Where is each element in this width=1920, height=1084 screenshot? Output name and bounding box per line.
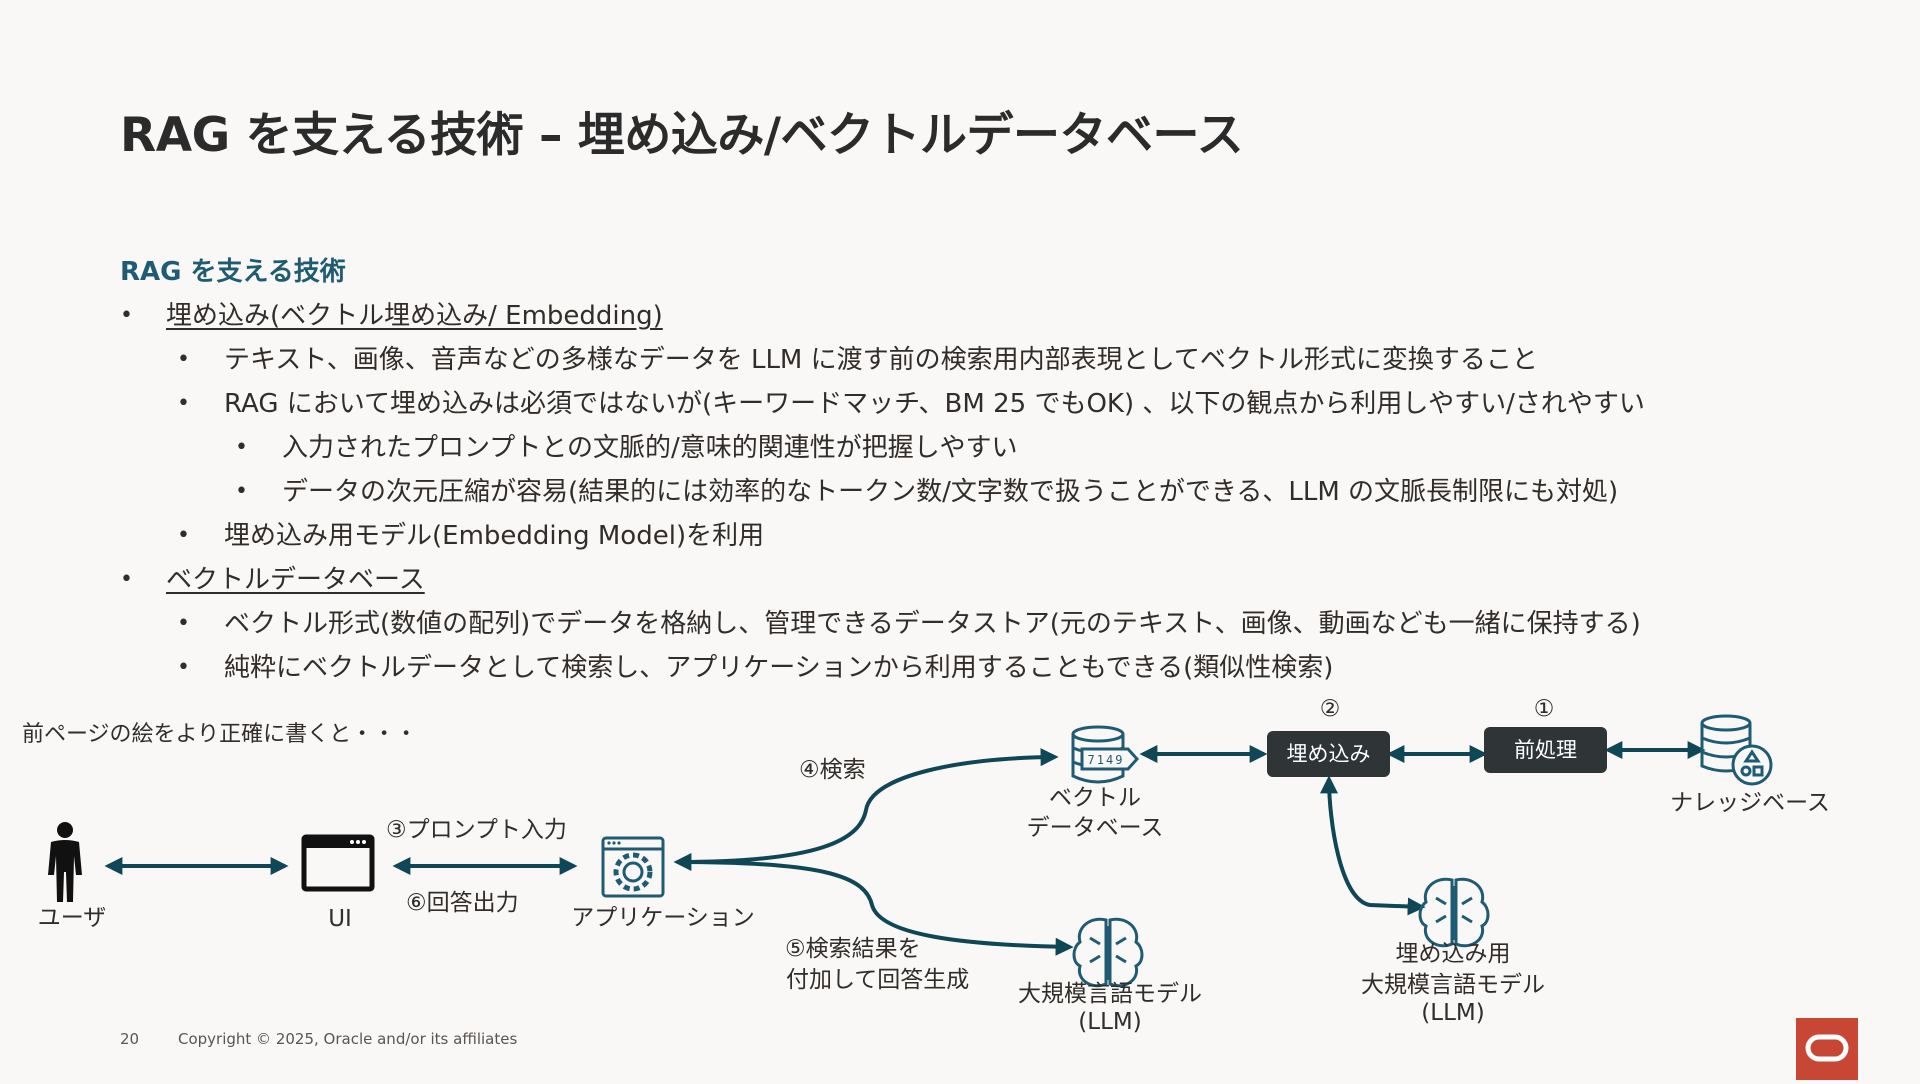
bullet-embedding-model: • 埋め込み用モデル(Embedding Model)を利用	[120, 514, 1820, 558]
generate-label-line2: 付加して回答生成	[786, 967, 970, 993]
llm-label-line2: (LLM)	[1078, 1009, 1142, 1035]
bullet-embedding-optional: • RAG において埋め込みは必須ではないが(キーワードマッチ、BM 25 でも…	[120, 382, 1820, 426]
section-heading: RAG を支える技術	[120, 257, 346, 287]
bullet-dot: •	[120, 303, 133, 328]
arrow-app-llm	[676, 860, 1074, 956]
ui-window-icon	[301, 834, 375, 892]
vector-db-label-line1: ベクトル	[1049, 785, 1141, 811]
bullet-text: テキスト、画像、音声などの多様なデータを LLM に渡す前の検索用内部表現として…	[224, 345, 1538, 375]
oracle-logo-icon	[1805, 1034, 1849, 1062]
application-gear-icon	[601, 836, 665, 898]
vector-db-label-line2: データベース	[1026, 815, 1164, 841]
embedding-model-label-line1: 埋め込み用	[1395, 941, 1511, 967]
application-label: アプリケーション	[571, 905, 755, 931]
bullet-dot: •	[120, 567, 133, 592]
diagram-note: 前ページの絵をより正確に書くと・・・	[22, 722, 418, 747]
bullet-embedding-definition: • テキスト、画像、音声などの多様なデータを LLM に渡す前の検索用内部表現と…	[120, 338, 1820, 382]
bullet-dot: •	[235, 479, 248, 504]
bullet-text: 入力されたプロンプトとの文脈的/意味的関連性が把握しやすい	[282, 433, 1018, 463]
bullet-dot: •	[177, 523, 190, 548]
bullet-dot: •	[235, 435, 248, 460]
user-icon	[48, 822, 82, 902]
step-2-label: ②	[1319, 696, 1341, 722]
bullet-text: 純粋にベクトルデータとして検索し、アプリケーションから利用することもできる(類似…	[224, 653, 1334, 683]
bullet-text: 埋め込み用モデル(Embedding Model)を利用	[224, 521, 765, 551]
bullet-text: ベクトル形式(数値の配列)でデータを格納し、管理できるデータストア(元のテキスト…	[224, 609, 1641, 639]
oracle-logo	[1796, 1018, 1858, 1080]
knowledge-base-icon	[1700, 714, 1773, 786]
llm-brain-icon	[1072, 917, 1144, 988]
embedding-box: 埋め込み	[1267, 731, 1390, 777]
knowledge-base-label: ナレッジベース	[1670, 790, 1830, 816]
copyright: Copyright © 2025, Oracle and/or its affi…	[178, 1030, 518, 1048]
arrow-app-vectordb	[673, 748, 1059, 871]
generate-label-line1: ⑤検索結果を	[785, 936, 921, 962]
bullet-vector-db: • ベクトルデータベース	[120, 558, 1820, 602]
bullet-text: ベクトルデータベース	[166, 565, 425, 595]
step-1-label: ①	[1533, 696, 1555, 722]
bullet-dot: •	[177, 655, 190, 680]
vector-digits: 7149	[1088, 753, 1125, 767]
bullet-dot: •	[177, 611, 190, 636]
bullet-text: 埋め込み(ベクトル埋め込み/ Embedding)	[166, 301, 663, 331]
bullet-dot: •	[177, 391, 190, 416]
arrow-embed-embedmodel	[1320, 775, 1426, 916]
bullet-dot: •	[177, 347, 190, 372]
ui-label: UI	[328, 906, 352, 932]
page-number: 20	[120, 1030, 140, 1048]
vector-database-icon	[1071, 725, 1140, 784]
search-label: ④検索	[799, 757, 866, 783]
embedding-model-brain-icon	[1418, 877, 1490, 948]
bullet-vector-db-store: • ベクトル形式(数値の配列)でデータを格納し、管理できるデータストア(元のテキ…	[120, 602, 1820, 646]
preprocess-box: 前処理	[1484, 727, 1607, 773]
llm-label-line1: 大規模言語モデル	[1018, 981, 1202, 1007]
bullet-text: RAG において埋め込みは必須ではないが(キーワードマッチ、BM 25 でもOK…	[224, 389, 1645, 419]
answer-output-label: ⑥回答出力	[406, 890, 519, 916]
bullet-dimension-compression: • データの次元圧縮が容易(結果的には効率的なトークン数/文字数で扱うことができ…	[120, 470, 1820, 514]
bullet-context-relevance: • 入力されたプロンプトとの文脈的/意味的関連性が把握しやすい	[120, 426, 1820, 470]
bullet-vector-db-search: • 純粋にベクトルデータとして検索し、アプリケーションから利用することもできる(…	[120, 646, 1820, 690]
user-label: ユーザ	[37, 905, 107, 931]
bullet-list: • 埋め込み(ベクトル埋め込み/ Embedding) • テキスト、画像、音声…	[120, 294, 1820, 690]
bullet-embedding: • 埋め込み(ベクトル埋め込み/ Embedding)	[120, 294, 1820, 338]
prompt-input-label: ③プロンプト入力	[386, 817, 567, 843]
bullet-text: データの次元圧縮が容易(結果的には効率的なトークン数/文字数で扱うことができる、…	[282, 477, 1619, 507]
embedding-model-label-line2: 大規模言語モデル	[1361, 972, 1545, 998]
slide-title: RAG を支える技術 – 埋め込み/ベクトルデータベース	[120, 108, 1244, 163]
embedding-model-label-line3: (LLM)	[1421, 1000, 1485, 1026]
